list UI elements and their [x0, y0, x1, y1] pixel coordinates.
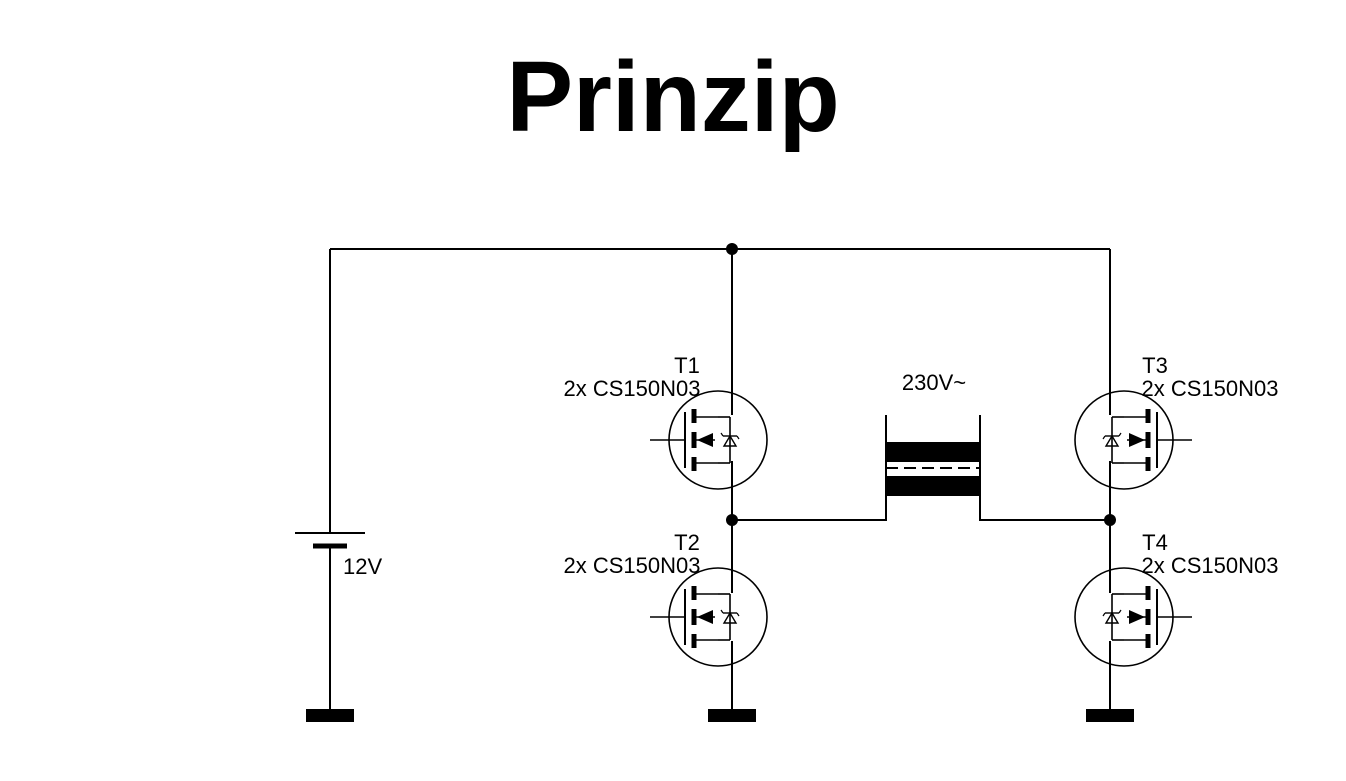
battery-symbol	[295, 532, 365, 549]
transformer-symbol	[886, 442, 980, 496]
ground-symbol	[306, 709, 354, 722]
t1-id-label: T1	[674, 353, 700, 378]
mosfet-t3-symbol	[1075, 391, 1192, 489]
ground-symbol	[708, 709, 756, 722]
junction-dot	[1104, 514, 1116, 526]
transformer-label: 230V~	[902, 370, 966, 395]
page-title: Prinzip	[506, 41, 840, 153]
ground-symbols	[306, 709, 1134, 722]
t3-id-label: T3	[1142, 353, 1168, 378]
mosfet-t4-symbol	[1075, 568, 1192, 666]
ground-symbol	[1086, 709, 1134, 722]
junction-dot	[726, 514, 738, 526]
mosfet-t2-symbol	[650, 568, 767, 666]
t1-part-label: 2x CS150N03	[564, 376, 701, 401]
t4-id-label: T4	[1142, 530, 1168, 555]
t3-part-label: 2x CS150N03	[1142, 376, 1279, 401]
t2-part-label: 2x CS150N03	[564, 553, 701, 578]
junction-dot	[726, 243, 738, 255]
t4-part-label: 2x CS150N03	[1142, 553, 1279, 578]
junction-dots	[726, 243, 1116, 526]
wiring	[329, 248, 1111, 712]
battery-label: 12V	[343, 554, 382, 579]
mosfet-t1-symbol	[650, 391, 767, 489]
t2-id-label: T2	[674, 530, 700, 555]
